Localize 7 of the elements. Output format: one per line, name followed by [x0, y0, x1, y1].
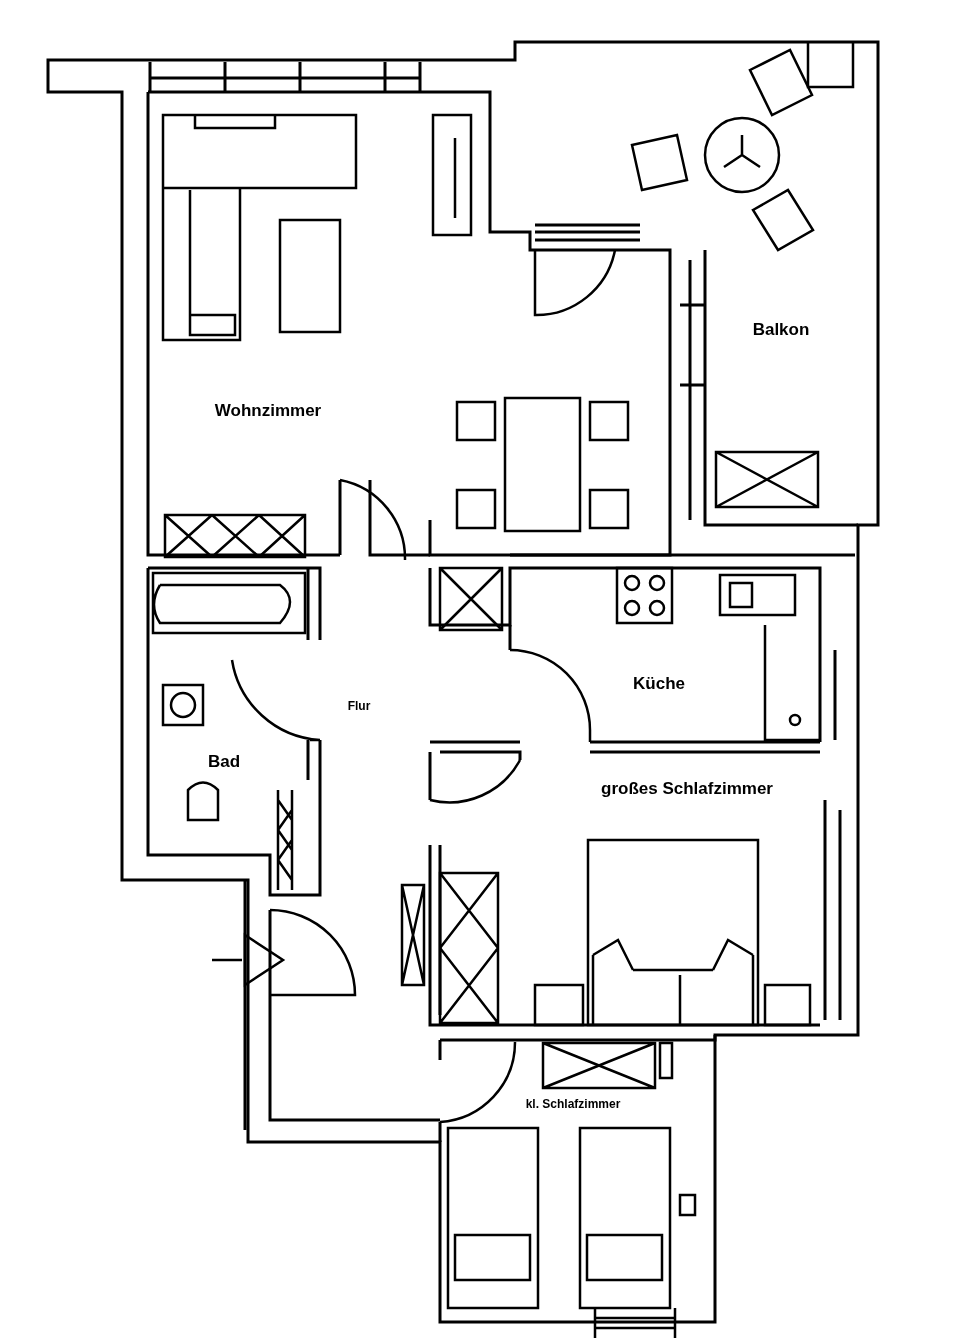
room-label: kl. Schlafzimmer — [525, 1097, 621, 1111]
room-label: Bad — [207, 752, 241, 772]
room-label: Küche — [633, 674, 685, 694]
room-label: großes Schlafzimmer — [601, 779, 773, 799]
room-label: Balkon — [752, 320, 810, 340]
room-label: Wohnzimmer — [214, 401, 322, 421]
room-label: Flur — [347, 699, 371, 713]
